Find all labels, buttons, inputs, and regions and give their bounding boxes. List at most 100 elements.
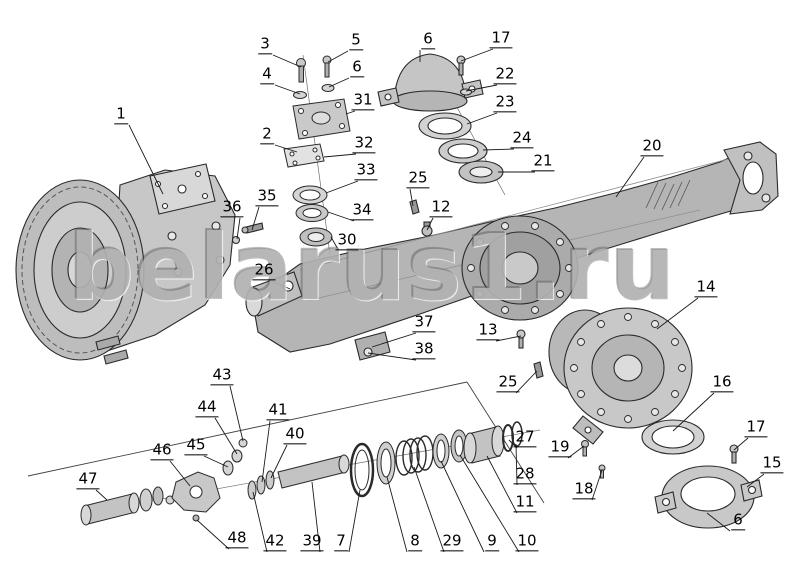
leader-line-5 [327, 50, 349, 63]
callout-27: 27 [513, 427, 537, 448]
callout-31: 31 [351, 90, 375, 111]
leader-line-22 [465, 84, 498, 92]
leader-line-35 [251, 206, 260, 231]
leader-line-47 [95, 489, 108, 501]
leader-line-25 [515, 370, 538, 394]
callout-12: 12 [429, 197, 453, 218]
callout-3: 3 [258, 34, 272, 55]
leader-line-1 [128, 124, 164, 195]
leader-line-39 [311, 481, 321, 553]
callout-46: 46 [150, 440, 174, 461]
callout-29: 29 [440, 531, 464, 552]
callout-45: 45 [184, 435, 208, 456]
callout-22: 22 [493, 64, 517, 85]
leader-line-6 [706, 512, 731, 532]
callout-18: 18 [572, 479, 596, 500]
callout-39: 39 [300, 531, 324, 552]
callout-19: 19 [548, 437, 572, 458]
leader-line-12 [426, 217, 434, 231]
callout-23: 23 [493, 92, 517, 113]
kingpin-stack-drawing [283, 55, 351, 247]
callout-25: 25 [406, 168, 430, 189]
kingpin-cap-drawing [377, 53, 504, 184]
leader-line-40 [270, 444, 288, 479]
callout-30: 30 [335, 230, 359, 251]
leader-line-17 [460, 48, 494, 62]
leader-line-46 [169, 460, 191, 487]
callout-8: 8 [408, 531, 422, 552]
leader-line-2 [274, 144, 298, 153]
callout-9: 9 [485, 531, 499, 552]
leader-line-48 [196, 519, 230, 550]
callout-6: 6 [421, 29, 435, 50]
callout-35: 35 [255, 186, 279, 207]
callout-6: 6 [350, 57, 364, 78]
leader-line-24 [482, 148, 515, 151]
leader-line-19 [567, 445, 585, 459]
leader-line-38 [367, 352, 417, 361]
callout-4: 4 [260, 64, 274, 85]
leader-line-44 [214, 417, 238, 455]
leader-line-34 [327, 211, 355, 222]
callout-21: 21 [531, 151, 555, 172]
leader-line-30 [330, 236, 340, 252]
callout-2: 2 [260, 124, 274, 145]
callout-47: 47 [76, 469, 100, 490]
leader-line-6 [328, 77, 350, 88]
leader-line-15 [746, 473, 765, 488]
leader-line-28 [515, 443, 518, 486]
leader-line-26 [271, 280, 291, 290]
callout-17: 17 [744, 417, 768, 438]
leader-line-16 [672, 392, 715, 432]
leader-line-33 [325, 180, 359, 194]
leader-line-41 [261, 420, 271, 483]
leader-line-7 [348, 489, 361, 553]
leader-line-11 [486, 455, 518, 514]
callout-11: 11 [513, 492, 537, 513]
leader-line-17 [733, 437, 749, 451]
leader-line-10 [459, 454, 520, 553]
wheel-hub-drawing [15, 163, 264, 365]
leader-line-42 [252, 491, 268, 553]
bearing-cap-drawing [641, 419, 763, 529]
leader-line-13 [495, 335, 522, 342]
callout-20: 20 [640, 136, 664, 157]
callout-1: 1 [114, 104, 128, 125]
leader-line-31 [345, 110, 356, 115]
callout-42: 42 [263, 531, 287, 552]
callout-44: 44 [195, 397, 219, 418]
callout-13: 13 [476, 320, 500, 341]
callout-10: 10 [515, 531, 539, 552]
callout-40: 40 [283, 424, 307, 445]
driveshaft-parts-drawing [80, 421, 606, 526]
leader-line-3 [272, 54, 302, 68]
callout-17: 17 [489, 28, 513, 49]
callout-25: 25 [496, 372, 520, 393]
leader-line-23 [466, 112, 498, 125]
callout-14: 14 [694, 277, 718, 298]
leader-line-8 [386, 476, 408, 553]
axle-beam-drawing [245, 141, 779, 361]
leader-line-43 [229, 385, 244, 442]
callout-41: 41 [266, 400, 290, 421]
leader-line-20 [615, 156, 645, 198]
leader-line-18 [591, 469, 603, 501]
leader-lines [95, 48, 765, 553]
callout-38: 38 [412, 339, 436, 360]
callout-43: 43 [210, 365, 234, 386]
leader-line-29 [413, 466, 445, 553]
leader-line-37 [371, 332, 417, 348]
callout-28: 28 [513, 464, 537, 485]
callout-26: 26 [252, 260, 276, 281]
callout-32: 32 [352, 133, 376, 154]
leader-line-36 [236, 217, 241, 240]
callout-48: 48 [225, 528, 249, 549]
callout-24: 24 [510, 128, 534, 149]
callout-15: 15 [760, 453, 784, 474]
leader-line-14 [656, 297, 699, 330]
callout-37: 37 [412, 312, 436, 333]
callout-36: 36 [220, 197, 244, 218]
callout-6: 6 [731, 510, 745, 531]
